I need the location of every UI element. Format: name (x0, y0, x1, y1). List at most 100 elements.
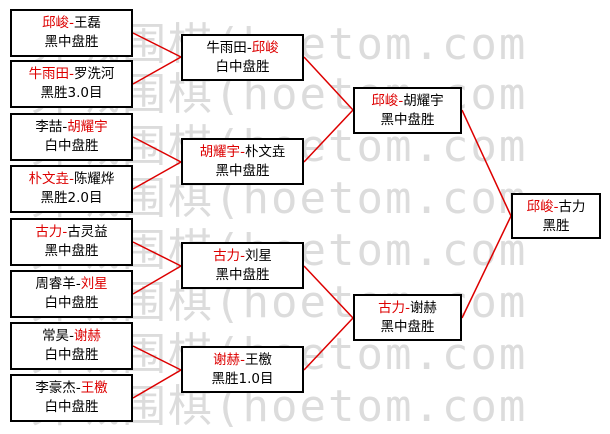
match-box-r2-3: 古力-刘星黑中盘胜 (181, 242, 304, 289)
winner-name: 王檄 (80, 380, 108, 396)
players-row: 邱峻-王磊 (12, 14, 131, 33)
separator: - (62, 119, 68, 135)
bracket-line (461, 109, 512, 217)
player-name: 陈耀烨 (73, 171, 115, 187)
player-name: 王檄 (244, 352, 272, 368)
match-box-r1-1: 邱峻-王磊黑中盘胜 (10, 9, 133, 57)
winner-name: 邱峻 (251, 40, 279, 56)
winner-name: 邱峻 (526, 199, 554, 215)
separator: - (398, 93, 404, 109)
players-row: 牛雨田-罗洗河 (12, 65, 131, 84)
match-result: 白中盘胜 (215, 59, 270, 75)
bracket-line (132, 345, 182, 371)
match-result: 黑胜2.0目 (40, 190, 103, 206)
players-row: 胡耀宇-朴文垚 (183, 143, 302, 162)
player-name: 朴文垚 (244, 144, 286, 160)
player-name: 周睿羊 (35, 276, 76, 292)
separator: - (405, 300, 410, 316)
player-name: 李豪杰 (35, 380, 76, 396)
player-name: 胡耀宇 (403, 93, 444, 109)
bracket-line (132, 136, 182, 163)
player-name: 常昊 (42, 328, 70, 344)
match-box-r1-2: 牛雨田-罗洗河黑胜3.0目 (10, 60, 133, 108)
bracket-line (132, 265, 182, 295)
bracket-line (303, 265, 354, 319)
match-result: 白中盘胜 (44, 347, 99, 363)
player-name: 古力 (558, 199, 586, 215)
player-name: 李喆 (35, 119, 63, 135)
players-row: 李喆-胡耀宇 (12, 118, 131, 137)
match-result: 黑胜3.0目 (40, 85, 103, 101)
separator: - (246, 40, 252, 56)
bracket-line (303, 56, 354, 111)
separator: - (240, 352, 245, 368)
match-box-final: 邱峻-古力黑胜 (511, 193, 601, 239)
winner-name: 古力 (378, 300, 406, 316)
match-result: 黑中盘胜 (380, 112, 435, 128)
match-result: 黑中盘胜 (215, 267, 270, 283)
player-name: 谢赫 (409, 300, 437, 316)
player-name: 牛雨田 (206, 40, 247, 56)
match-result: 白中盘胜 (44, 399, 99, 415)
players-row: 古力-谢赫 (355, 299, 460, 318)
winner-name: 古力 (35, 224, 63, 240)
match-result: 黑中盘胜 (215, 163, 270, 179)
players-row: 古力-古灵益 (12, 223, 131, 242)
bracket-line (303, 317, 354, 371)
players-row: 谢赫-王檄 (183, 351, 302, 370)
match-box-r1-3: 李喆-胡耀宇白中盘胜 (10, 113, 133, 161)
match-box-r1-7: 常昊-谢赫白中盘胜 (10, 322, 133, 370)
bracket-line (461, 215, 512, 319)
player-name: 王磊 (73, 15, 101, 31)
separator: - (553, 199, 559, 215)
match-result: 黑中盘胜 (44, 243, 99, 259)
players-row: 常昊-谢赫 (12, 327, 131, 346)
bracket-line (303, 109, 354, 163)
match-box-r1-4: 朴文垚-陈耀烨黑胜2.0目 (10, 165, 133, 213)
match-result: 白中盘胜 (44, 295, 99, 311)
winner-name: 胡耀宇 (67, 119, 108, 135)
players-row: 邱峻-古力 (513, 198, 599, 217)
winner-name: 谢赫 (213, 352, 241, 368)
players-row: 朴文垚-陈耀烨 (12, 170, 131, 189)
winner-name: 谢赫 (73, 328, 101, 344)
players-row: 古力-刘星 (183, 247, 302, 266)
bracket-line (132, 161, 182, 190)
separator: - (75, 276, 81, 292)
player-name: 刘星 (244, 248, 272, 264)
separator: - (69, 15, 74, 31)
separator: - (62, 224, 68, 240)
match-box-r1-8: 李豪杰-王檄白中盘胜 (10, 374, 133, 422)
bracket-line (132, 241, 182, 267)
winner-name: 邱峻 (371, 93, 399, 109)
bracket-line (132, 56, 182, 85)
match-box-r2-2: 胡耀宇-朴文垚黑中盘胜 (181, 138, 304, 185)
match-box-r3-2: 古力-谢赫黑中盘胜 (353, 294, 462, 341)
winner-name: 刘星 (80, 276, 108, 292)
players-row: 牛雨田-邱峻 (183, 39, 302, 58)
match-box-r1-5: 古力-古灵益黑中盘胜 (10, 218, 133, 266)
match-result: 黑胜1.0目 (211, 371, 274, 387)
separator: - (240, 144, 245, 160)
players-row: 周睿羊-刘星 (12, 275, 131, 294)
separator: - (69, 328, 74, 344)
winner-name: 古力 (213, 248, 241, 264)
match-result: 黑中盘胜 (380, 319, 435, 335)
separator: - (69, 66, 74, 82)
separator: - (240, 248, 245, 264)
match-result: 黑胜 (542, 218, 570, 234)
winner-name: 胡耀宇 (199, 144, 241, 160)
players-row: 邱峻-胡耀宇 (355, 92, 460, 111)
separator: - (75, 380, 81, 396)
winner-name: 邱峻 (42, 15, 70, 31)
match-box-r1-6: 周睿羊-刘星白中盘胜 (10, 270, 133, 318)
winner-name: 牛雨田 (28, 66, 70, 82)
players-row: 李豪杰-王檄 (12, 379, 131, 398)
match-result: 白中盘胜 (44, 138, 99, 154)
player-name: 罗洗河 (73, 66, 115, 82)
match-box-r3-1: 邱峻-胡耀宇黑中盘胜 (353, 87, 462, 134)
match-box-r2-1: 牛雨田-邱峻白中盘胜 (181, 34, 304, 81)
player-name: 古灵益 (67, 224, 108, 240)
bracket-line (132, 369, 182, 399)
